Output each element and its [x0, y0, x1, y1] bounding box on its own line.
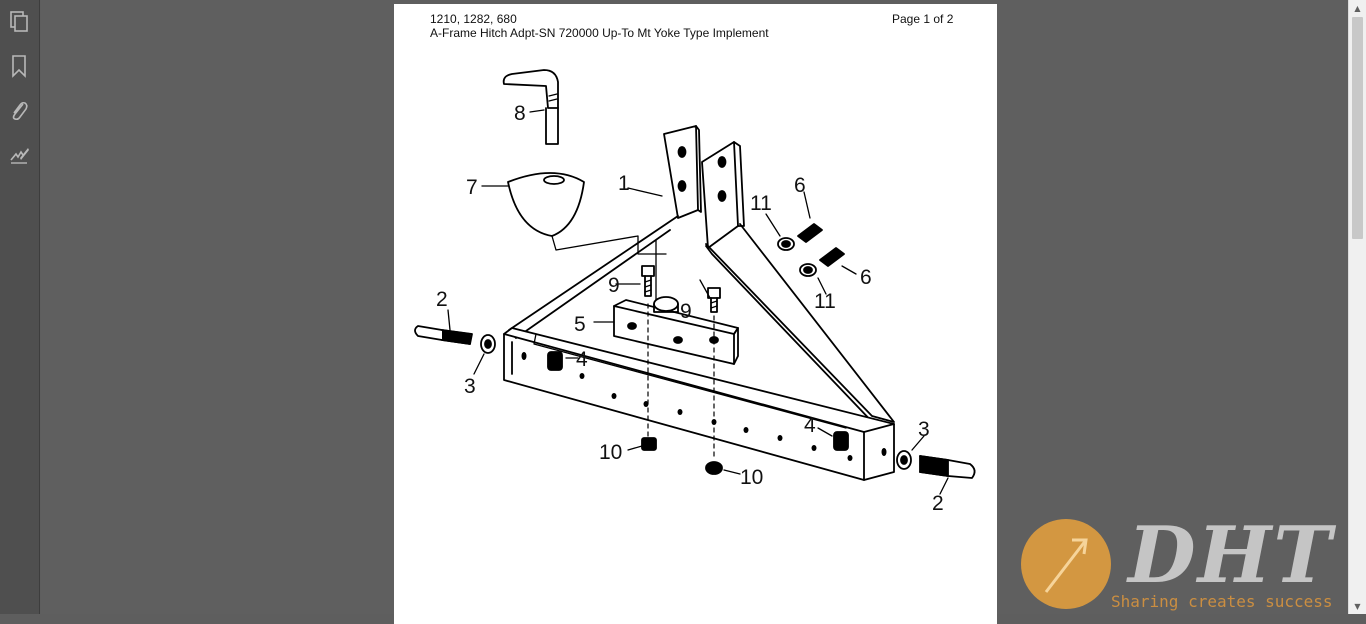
left-pin — [414, 325, 496, 354]
page-indicator: Page 1 of 2 — [892, 12, 954, 26]
bolt-left — [641, 265, 655, 297]
nut-10-left — [641, 437, 657, 451]
scroll-up-icon[interactable]: ▲ — [1354, 3, 1361, 13]
callout-label: 1 — [618, 172, 630, 195]
navigation-pane — [0, 0, 40, 614]
callout-label: 6 — [860, 266, 872, 289]
bolt-6-lower — [799, 247, 845, 277]
callout-label: 8 — [514, 102, 526, 125]
callout-label: 9 — [608, 274, 620, 297]
callout-label: 6 — [794, 174, 806, 197]
callout-label: 4 — [576, 348, 588, 371]
bolt-right — [707, 287, 721, 313]
scroll-down-icon[interactable]: ▼ — [1354, 601, 1361, 611]
nut-4-right — [833, 431, 849, 451]
callout-label: 11 — [750, 192, 772, 215]
pages-icon[interactable] — [5, 8, 33, 36]
callout-label: 7 — [466, 176, 478, 199]
nut-10-right — [705, 461, 723, 475]
bolt-6-upper — [777, 223, 823, 251]
attachments-icon[interactable] — [5, 96, 33, 124]
bracket — [613, 299, 739, 365]
handle-pin — [502, 69, 559, 145]
callout-label: 10 — [740, 466, 763, 489]
callout-label: 2 — [436, 288, 448, 311]
pdf-page: 1210, 1282, 680 A-Frame Hitch Adpt-SN 72… — [394, 4, 997, 624]
callout-label: 3 — [464, 375, 476, 398]
right-pin — [896, 450, 976, 479]
nut-4-left — [547, 351, 563, 371]
callout-label: 5 — [574, 313, 586, 336]
model-numbers: 1210, 1282, 680 — [430, 12, 517, 26]
cross-beam — [503, 327, 895, 481]
callout-label: 10 — [599, 441, 622, 464]
signatures-icon[interactable] — [5, 140, 33, 168]
upright-plate-right — [701, 141, 745, 249]
parts-diagram: 1 2 2 3 3 4 4 5 6 6 7 8 9 9 10 10 11 11 — [414, 69, 976, 515]
callout-label: 2 — [932, 492, 944, 515]
callout-label: 3 — [918, 418, 930, 441]
document-viewport[interactable]: 1210, 1282, 680 A-Frame Hitch Adpt-SN 72… — [41, 0, 1348, 624]
bookmarks-icon[interactable] — [5, 52, 33, 80]
page-title: A-Frame Hitch Adpt-SN 720000 Up-To Mt Yo… — [430, 26, 769, 40]
callout-labels: 1 2 2 3 3 4 4 5 6 6 7 8 9 9 10 10 11 11 — [436, 102, 944, 515]
callout-label: 9 — [680, 300, 692, 323]
upright-plate-left — [663, 125, 702, 219]
cup — [507, 172, 585, 237]
scrollbar-thumb[interactable] — [1352, 17, 1363, 239]
leader-lines — [447, 109, 949, 495]
callout-label: 4 — [804, 414, 816, 437]
callout-label: 11 — [814, 290, 836, 313]
vertical-scrollbar[interactable]: ▲ ▼ — [1348, 0, 1366, 614]
